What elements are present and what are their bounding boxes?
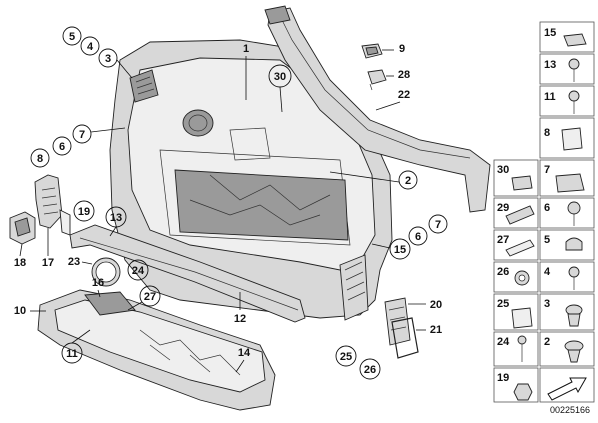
callout-25: 25 [340, 351, 352, 363]
callout-circle [139, 285, 161, 307]
legend-cell [493, 331, 539, 367]
callout-19: 19 [78, 206, 90, 218]
parts-legend-grid: 15 13 11 8 30 7 29 6 27 5 [493, 21, 595, 415]
callout-circle [408, 226, 428, 246]
ring-part [91, 257, 121, 287]
callout-circle [359, 358, 381, 380]
callout-1: 1 [243, 43, 249, 55]
door-trim-panel [109, 39, 393, 321]
legend-cell [539, 85, 595, 117]
callout-3: 3 [105, 53, 111, 65]
clip-part-9 [361, 43, 383, 59]
callout-27: 27 [144, 291, 156, 303]
callout-6: 6 [59, 141, 65, 153]
callout-28: 28 [398, 69, 410, 81]
callout-circle [389, 238, 411, 260]
legend-label-6: 6 [544, 202, 550, 214]
callout-9: 9 [399, 43, 405, 55]
callout-8: 8 [37, 153, 43, 165]
callout-7: 7 [79, 129, 85, 141]
legend-label-5: 5 [544, 234, 550, 246]
switch-bezel-part [9, 211, 36, 245]
legend-label-8: 8 [544, 127, 550, 139]
legend-label-19: 19 [497, 372, 509, 384]
legend-label-15: 15 [544, 27, 556, 39]
legend-label-7: 7 [544, 164, 550, 176]
legend-label-29: 29 [497, 202, 509, 214]
legend-label-3: 3 [544, 298, 550, 310]
callout-4: 4 [87, 41, 94, 53]
callout-12: 12 [234, 313, 246, 325]
callout-5: 5 [69, 31, 75, 43]
callout-17: 17 [42, 257, 54, 269]
legend-cell [539, 53, 595, 85]
callout-circle [30, 148, 50, 168]
callout-15: 15 [394, 244, 406, 256]
callout-24: 24 [132, 265, 145, 277]
callout-circle [98, 48, 118, 68]
legend-label-24: 24 [497, 336, 510, 348]
upper-trim-strip [264, 5, 491, 213]
callout-circle [127, 259, 149, 281]
callout-6-right: 6 [415, 231, 421, 243]
callout-circle [335, 345, 357, 367]
callout-18: 18 [14, 257, 26, 269]
callout-14: 14 [238, 347, 251, 359]
bottom-trim-panel [37, 289, 276, 411]
seal-ring-21 [391, 317, 419, 359]
direction-arrow-icon [547, 377, 587, 401]
callout-10: 10 [14, 305, 26, 317]
legend-label-4: 4 [544, 266, 551, 278]
callout-circle [62, 26, 82, 46]
legend-label-25: 25 [497, 298, 509, 310]
legend-cell [539, 261, 595, 293]
clip-part-28 [367, 69, 387, 91]
callout-16: 16 [92, 277, 104, 289]
callout-11: 11 [66, 348, 78, 360]
callout-circle [398, 170, 418, 190]
callout-7-right: 7 [435, 219, 441, 231]
callout-circle [72, 124, 92, 144]
legend-label-13: 13 [544, 59, 556, 71]
callout-20: 20 [430, 299, 442, 311]
legend-label-2: 2 [544, 336, 550, 348]
speaker-grille-part [34, 174, 71, 236]
callout-23: 23 [68, 256, 80, 268]
callout-circle [80, 36, 100, 56]
callout-2: 2 [405, 175, 411, 187]
callout-13: 13 [110, 212, 122, 224]
callout-circle [428, 214, 448, 234]
legend-cell [539, 197, 595, 229]
legend-label-26: 26 [497, 266, 509, 278]
callout-22: 22 [398, 89, 410, 101]
callout-circle [52, 136, 72, 156]
document-id: 00225166 [550, 405, 590, 415]
callout-30: 30 [274, 71, 286, 83]
legend-label-27: 27 [497, 234, 509, 246]
legend-label-30: 30 [497, 164, 509, 176]
legend-label-11: 11 [544, 91, 556, 103]
callout-26: 26 [364, 364, 376, 376]
callout-21: 21 [430, 324, 442, 336]
callout-circle [73, 200, 95, 222]
lower-trim-strip [69, 224, 306, 323]
